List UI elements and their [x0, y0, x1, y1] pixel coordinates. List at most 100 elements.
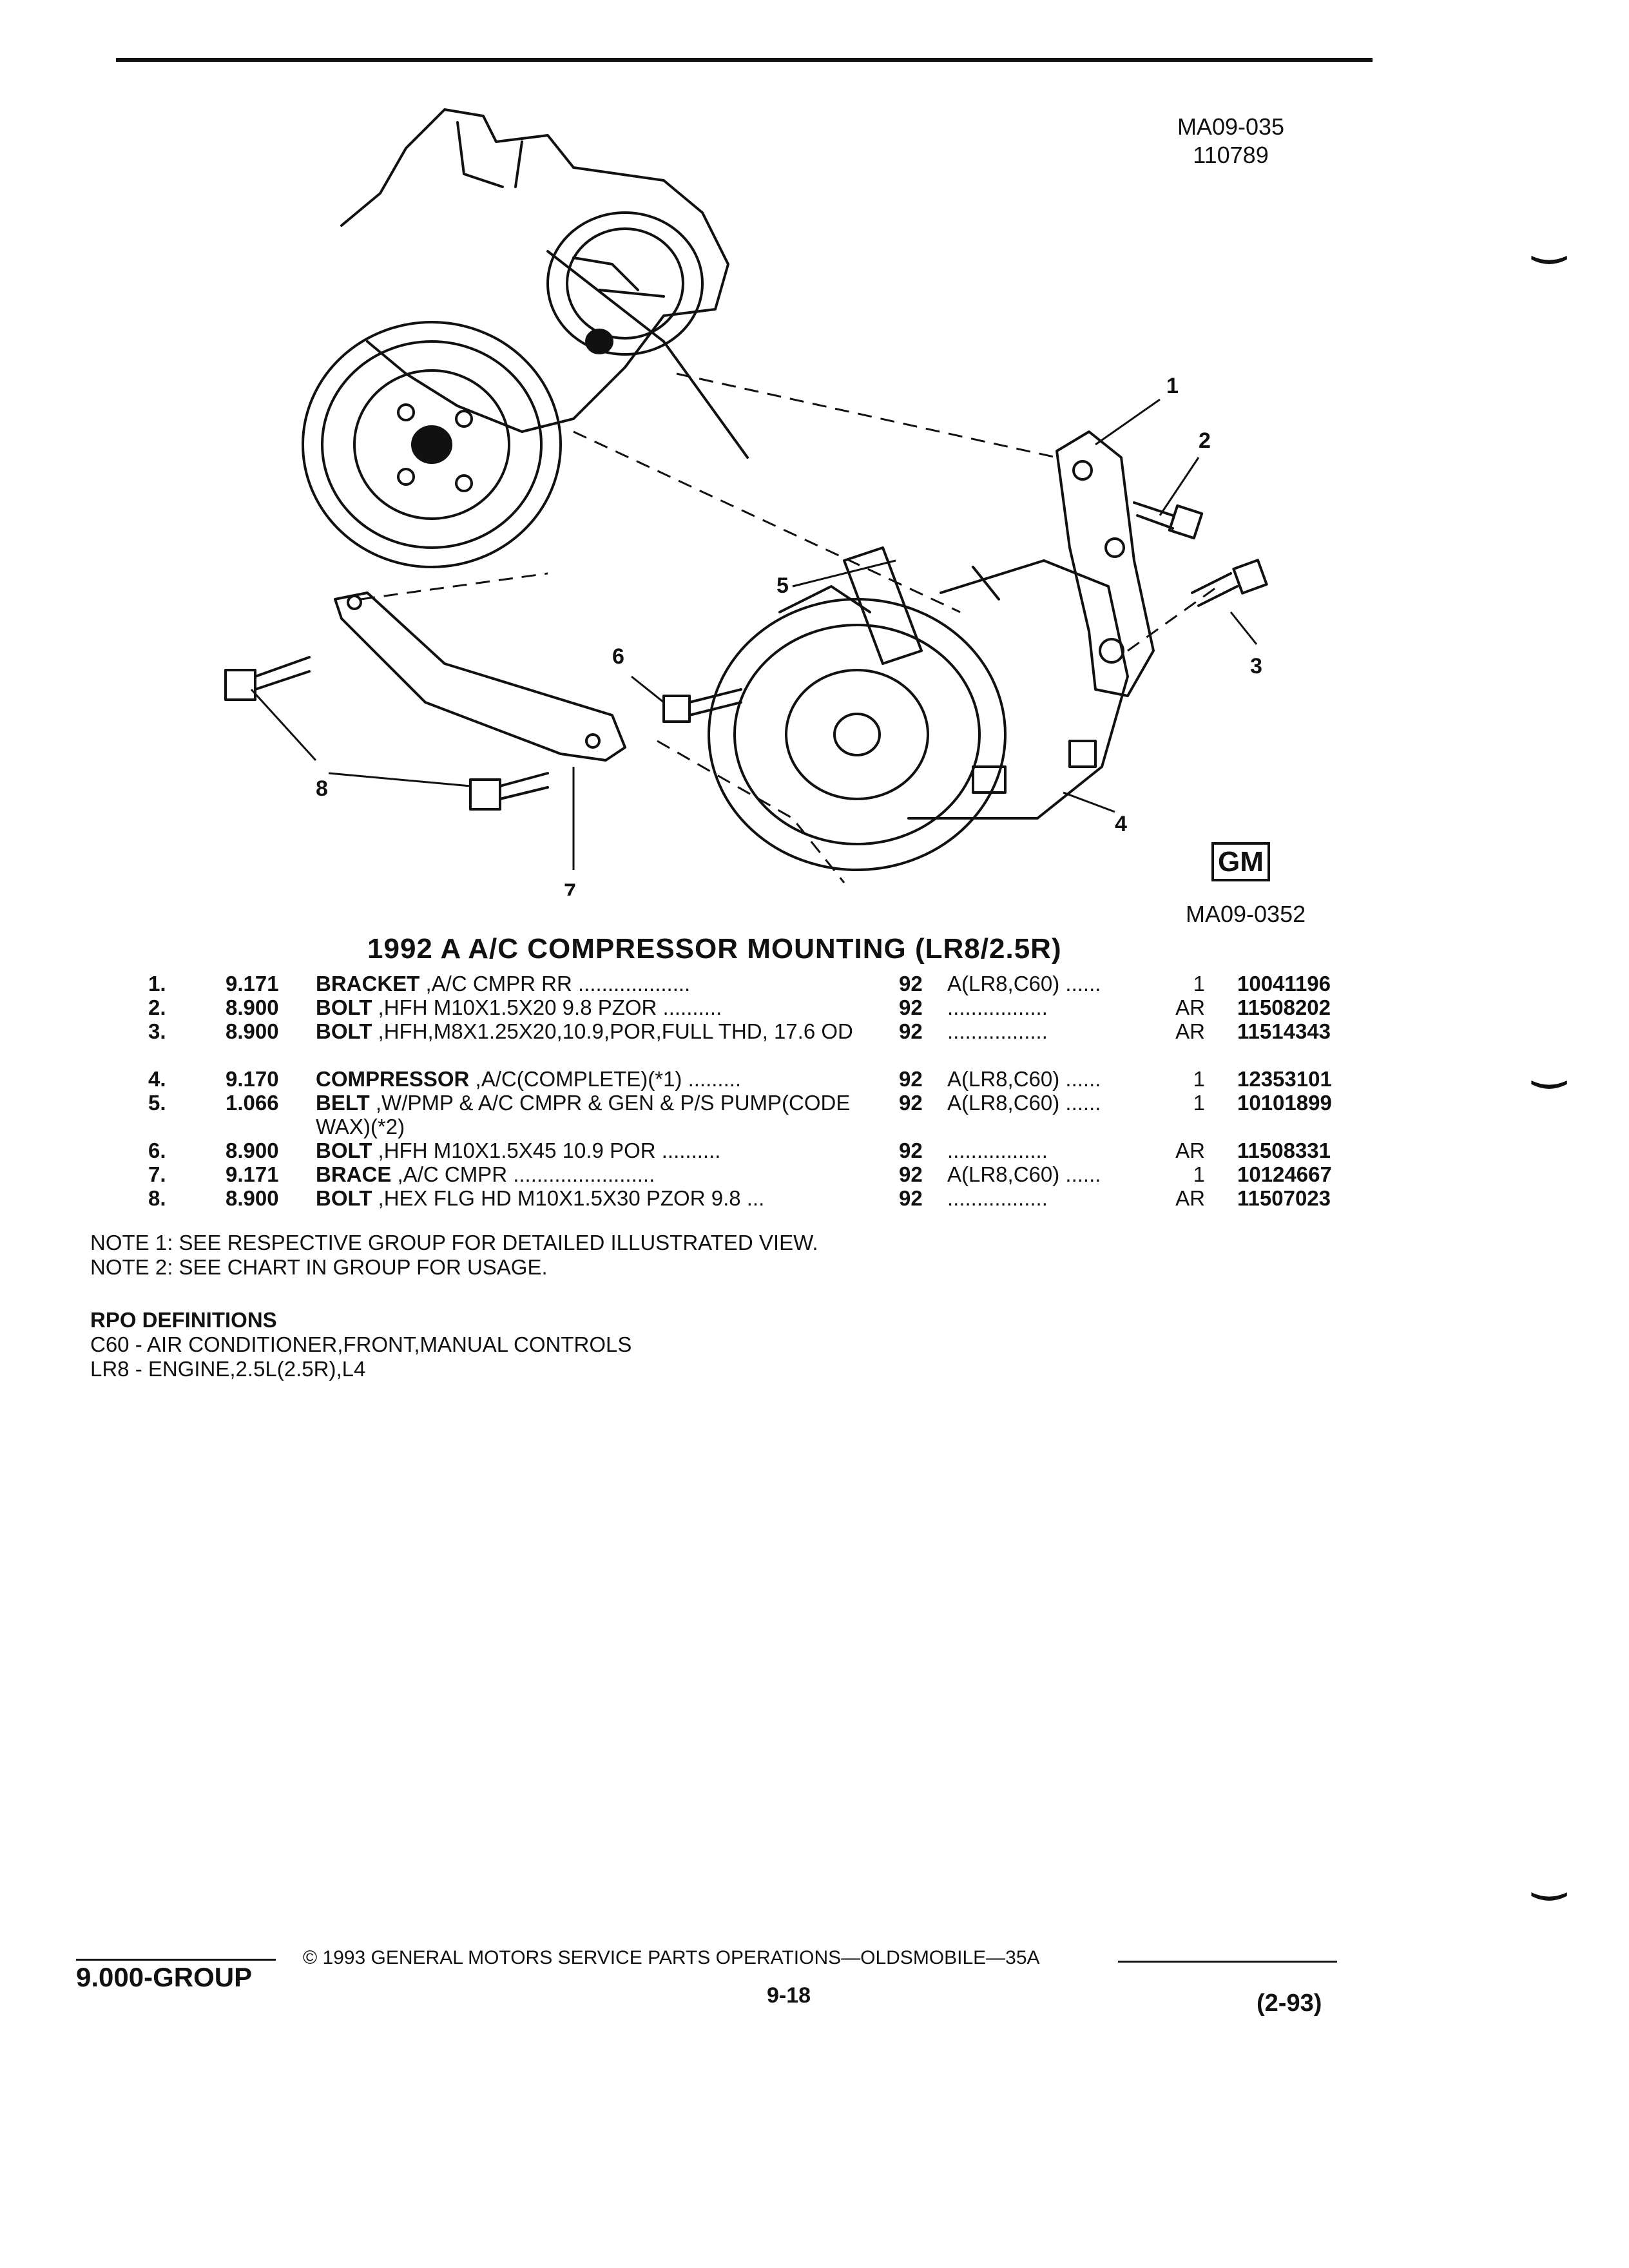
- part-number: 11514343: [1237, 1019, 1331, 1043]
- part-description: BELT ,W/PMP & A/C CMPR & GEN & P/S PUMP(…: [316, 1091, 870, 1139]
- footer-page-number: 9-18: [767, 1983, 811, 2008]
- item-number: 4.: [148, 1067, 166, 1091]
- rpo-item: LR8 - ENGINE,2.5L(2.5R),L4: [90, 1357, 366, 1381]
- scan-margin-mark: ‿: [1534, 1044, 1565, 1088]
- bolt-6: [662, 688, 742, 723]
- model-year: 92: [899, 1019, 923, 1043]
- quantity: AR: [1175, 1019, 1205, 1043]
- item-number: 2.: [148, 995, 166, 1019]
- part-description: BOLT ,HFH,M8X1.25X20,10.9,POR,FULL THD, …: [316, 1019, 870, 1043]
- reference-block: MA09-035 110789: [1134, 113, 1327, 169]
- usage: .................: [947, 1186, 1048, 1210]
- crankshaft-pulley: [302, 321, 562, 568]
- model-year: 92: [899, 1139, 923, 1162]
- callout-7: 7: [564, 879, 576, 896]
- footer-group: 9.000-GROUP: [76, 1962, 253, 1992]
- part-name: BOLT: [316, 1019, 372, 1043]
- group-number: 9.170: [226, 1067, 279, 1091]
- usage: .................: [947, 1139, 1048, 1162]
- part-number: 11508331: [1237, 1139, 1331, 1162]
- exploded-parts-diagram: 1 2 3 4 5 6 7 8: [213, 97, 1308, 904]
- scan-margin-mark: ‿: [1534, 1856, 1565, 1899]
- note-1: NOTE 1: SEE RESPECTIVE GROUP FOR DETAILE…: [90, 1231, 818, 1254]
- footer-copyright: © 1993 GENERAL MOTORS SERVICE PARTS OPER…: [303, 1947, 1040, 1968]
- parts-row: 7. 9.171 BRACE ,A/C CMPR ...............…: [148, 1162, 1373, 1186]
- part-number: 11507023: [1237, 1186, 1331, 1210]
- quantity: AR: [1175, 1186, 1205, 1210]
- part-number: 10041196: [1237, 972, 1331, 995]
- part-description: COMPRESSOR ,A/C(COMPLETE)(*1) .........: [316, 1067, 979, 1091]
- group-number: 8.900: [226, 995, 279, 1019]
- usage: A(LR8,C60) ......: [947, 1162, 1101, 1186]
- parts-row: 4. 9.170 COMPRESSOR ,A/C(COMPLETE)(*1) .…: [148, 1067, 1373, 1091]
- part-name: BRACKET: [316, 972, 420, 995]
- diagram-svg: 1 2 3 4 5 6 7 8: [224, 108, 1268, 904]
- part-detail: ,HFH M10X1.5X20 9.8 PZOR ..........: [372, 995, 722, 1019]
- part-name: BRACE: [316, 1162, 392, 1186]
- part-name: BOLT: [316, 1139, 372, 1162]
- part-number: 11508202: [1237, 995, 1331, 1019]
- parts-row: 6. 8.900 BOLT ,HFH M10X1.5X45 10.9 POR .…: [148, 1139, 1373, 1162]
- part-detail: ,HFH M10X1.5X45 10.9 POR ..........: [372, 1139, 721, 1162]
- callout-1: 1: [1166, 374, 1179, 398]
- quantity: 1: [1193, 1162, 1205, 1186]
- part-description: BRACE ,A/C CMPR ........................: [316, 1162, 979, 1186]
- callout-5: 5: [776, 573, 789, 598]
- part-number: 10101899: [1237, 1091, 1332, 1115]
- quantity: AR: [1175, 995, 1205, 1019]
- usage: A(LR8,C60) ......: [947, 1091, 1101, 1115]
- usage: .................: [947, 1019, 1048, 1043]
- gm-logo-mark: GM: [1211, 842, 1270, 881]
- item-number: 6.: [148, 1139, 166, 1162]
- part-detail: ,HEX FLG HD M10X1.5X30 PZOR 9.8 ...: [372, 1186, 765, 1210]
- parts-row: 2. 8.900 BOLT ,HFH M10X1.5X20 9.8 PZOR .…: [148, 995, 1373, 1019]
- top-rule: [116, 58, 1373, 62]
- part-name: BELT: [316, 1091, 370, 1115]
- rpo-definitions: RPO DEFINITIONS C60 - AIR CONDITIONER,FR…: [90, 1308, 631, 1381]
- ac-compressor: [708, 559, 1129, 871]
- compressor-brace: [334, 591, 626, 762]
- model-year: 92: [899, 1162, 923, 1186]
- parts-row: 5. 1.066 BELT ,W/PMP & A/C CMPR & GEN & …: [148, 1091, 1373, 1139]
- callout-8: 8: [316, 776, 328, 801]
- quantity: AR: [1175, 1139, 1205, 1162]
- part-name: BOLT: [316, 1186, 372, 1210]
- model-year: 92: [899, 1091, 923, 1115]
- figure-id: MA09-0352: [1186, 901, 1306, 927]
- item-number: 3.: [148, 1019, 166, 1043]
- group-number: 8.900: [226, 1186, 279, 1210]
- bolt-8-bottom: [469, 772, 549, 811]
- gm-logo: GM: [1211, 838, 1270, 881]
- part-number: 10124667: [1237, 1162, 1332, 1186]
- usage: A(LR8,C60) ......: [947, 972, 1101, 995]
- belt-5: [843, 546, 923, 665]
- part-description: BOLT ,HFH M10X1.5X20 9.8 PZOR ..........: [316, 995, 979, 1019]
- parts-row: 3. 8.900 BOLT ,HFH,M8X1.25X20,10.9,POR,F…: [148, 1019, 1373, 1067]
- quantity: 1: [1193, 1091, 1205, 1115]
- engine-block: [340, 108, 729, 433]
- part-description: BOLT ,HEX FLG HD M10X1.5X30 PZOR 9.8 ...: [316, 1186, 979, 1210]
- reference-date: 110789: [1193, 142, 1269, 168]
- footer-rule-right: [1118, 1961, 1337, 1963]
- model-year: 92: [899, 1067, 923, 1091]
- callout-2: 2: [1199, 428, 1211, 453]
- part-detail: ,W/PMP & A/C CMPR & GEN & P/S PUMP(CODE …: [316, 1091, 851, 1139]
- callout-6: 6: [612, 644, 624, 669]
- item-number: 1.: [148, 972, 166, 995]
- bolt-3: [1191, 559, 1268, 607]
- group-number: 8.900: [226, 1139, 279, 1162]
- usage: A(LR8,C60) ......: [947, 1067, 1101, 1091]
- part-name: COMPRESSOR: [316, 1067, 470, 1091]
- part-detail: ,A/C CMPR ........................: [391, 1162, 655, 1186]
- drive-belt-upper: [546, 250, 749, 459]
- model-year: 92: [899, 1186, 923, 1210]
- bolt-8-left: [224, 656, 311, 701]
- section-title: 1992 A A/C COMPRESSOR MOUNTING (LR8/2.5R…: [367, 933, 1062, 965]
- rpo-item: C60 - AIR CONDITIONER,FRONT,MANUAL CONTR…: [90, 1332, 632, 1356]
- footer-date: (2-93): [1257, 1990, 1322, 2017]
- group-number: 8.900: [226, 1019, 279, 1043]
- item-number: 5.: [148, 1091, 166, 1115]
- part-number: 12353101: [1237, 1067, 1332, 1091]
- usage: .................: [947, 995, 1048, 1019]
- part-description: BOLT ,HFH M10X1.5X45 10.9 POR ..........: [316, 1139, 979, 1162]
